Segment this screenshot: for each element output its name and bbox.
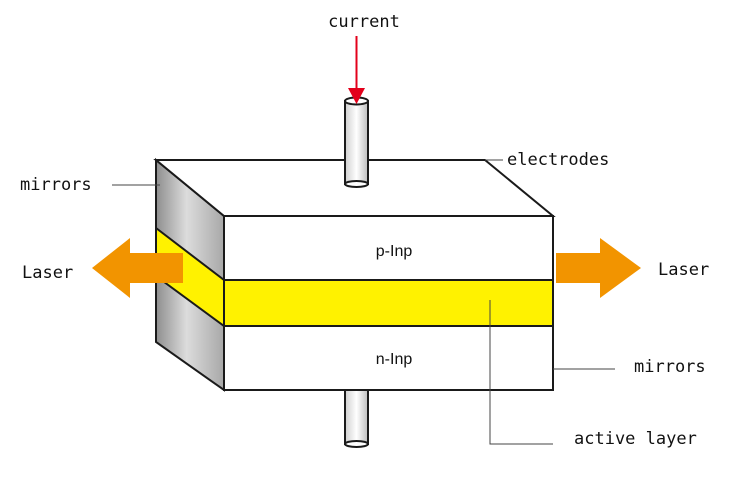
laser-arrow-left-icon [92,238,183,298]
mirrors-right-label: mirrors [634,357,706,377]
n-layer-label: n-Inp [376,351,413,368]
top-electrode [344,96,369,188]
active-layer-leader [489,300,553,445]
laser-arrow-right-icon [556,238,641,298]
bottom-electrode [344,387,369,448]
laser-left-label: Laser [22,263,73,283]
electrodes-label: electrodes [507,150,609,170]
laser-right-label: Laser [658,260,709,280]
active-layer-label: active layer [574,429,697,449]
active-layer-block [223,279,554,327]
n-layer-block [223,325,554,391]
current-label: current [328,12,400,32]
p-layer-label: p-Inp [376,243,413,260]
down-arrow-icon [348,36,365,104]
p-layer-block [223,215,554,281]
mirrors-left-label: mirrors [20,175,92,195]
